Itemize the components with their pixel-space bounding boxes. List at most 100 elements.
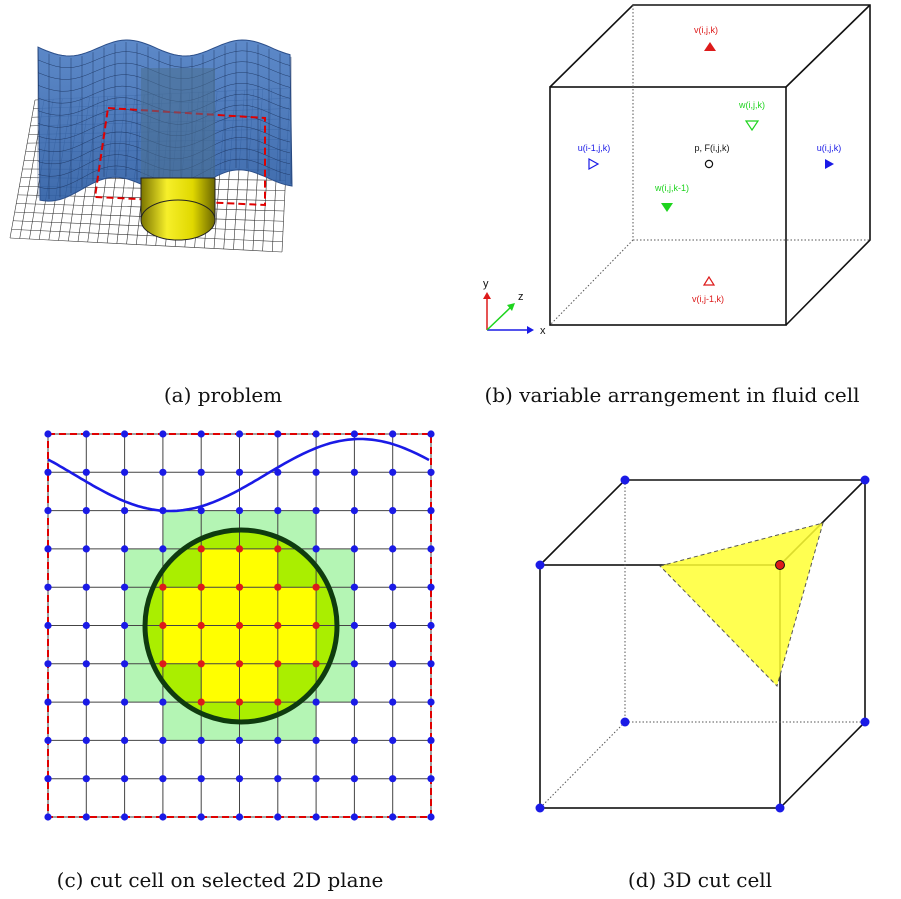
surface-mesh-line — [37, 50, 291, 68]
node-fluid — [159, 507, 167, 515]
cube-vertices — [535, 475, 870, 813]
node-fluid — [235, 736, 244, 745]
vertex-node — [535, 803, 545, 813]
node-fluid — [121, 813, 129, 821]
node-fluid — [389, 775, 397, 783]
node-fluid — [427, 660, 435, 668]
node-fluid — [274, 468, 282, 476]
node-fluid — [197, 813, 205, 821]
node-solid — [235, 660, 244, 668]
node-fluid — [350, 621, 358, 630]
node-fluid — [44, 660, 52, 668]
node-fluid — [159, 736, 167, 745]
node-fluid — [274, 736, 282, 745]
node-fluid — [44, 583, 52, 591]
node-solid — [197, 545, 205, 553]
panel-d: (d) 3D cut cell — [535, 475, 870, 892]
cube-hidden-edges — [549, 5, 870, 326]
panel-c: (c) cut cell on selected 2D plane — [44, 430, 435, 892]
node-solid — [274, 621, 282, 630]
node-fluid — [82, 430, 90, 438]
solid-cell — [201, 548, 240, 588]
node-fluid — [235, 430, 244, 438]
solid-cell — [201, 663, 240, 703]
p-center-marker — [704, 159, 714, 169]
node-fluid — [82, 660, 90, 668]
node-fluid — [312, 468, 320, 476]
node-fluid — [427, 621, 435, 630]
node-fluid — [82, 583, 90, 591]
node-fluid — [121, 430, 129, 438]
node-fluid — [121, 468, 129, 476]
node-fluid — [274, 813, 282, 821]
node-fluid — [350, 468, 358, 476]
cylinder — [140, 68, 216, 241]
solid-cell — [162, 587, 202, 626]
v-bottom-label: v(i,j-1,k) — [692, 294, 724, 304]
u-left-label: u(i-1,j,k) — [578, 143, 611, 153]
axes-triad: x y z — [483, 278, 546, 337]
node-fluid — [44, 775, 52, 783]
node-fluid — [427, 736, 435, 745]
vertex-node — [535, 560, 545, 570]
solid-cell — [277, 587, 317, 626]
u-left-marker — [588, 157, 600, 171]
node-fluid — [350, 698, 358, 706]
node-solid — [197, 698, 205, 706]
node-fluid — [121, 775, 129, 783]
node-fluid — [159, 468, 167, 476]
node-fluid — [44, 736, 52, 745]
solid-cell — [239, 548, 278, 588]
z-axis-arrow — [486, 306, 512, 331]
node-fluid — [389, 545, 397, 553]
solid-cell — [201, 587, 240, 626]
node-fluid — [427, 468, 435, 476]
node-fluid — [82, 468, 90, 476]
solid-cell — [239, 663, 278, 703]
caption-c: (c) cut cell on selected 2D plane — [57, 868, 384, 892]
free-surface-curve — [47, 437, 430, 513]
node-fluid — [350, 545, 358, 553]
solid-cell — [239, 625, 278, 664]
cylinder-base — [140, 199, 216, 241]
node-fluid — [44, 621, 52, 630]
node-solid — [235, 583, 244, 591]
node-fluid — [44, 430, 52, 438]
node-fluid — [121, 660, 129, 668]
node-fluid — [235, 813, 244, 821]
node-fluid — [389, 583, 397, 591]
node-fluid — [350, 813, 358, 821]
panel-b: v(i,j,k) w(i,j,k) u(i-1,j,k) p, F(i,j,k)… — [483, 4, 871, 407]
node-solid — [274, 698, 282, 706]
x-axis-label: x — [540, 325, 546, 337]
w-front-label: w(i,j,k-1) — [654, 183, 689, 193]
vertex-node-inside — [775, 560, 785, 570]
u-right-label: u(i,j,k) — [817, 143, 842, 153]
node-fluid — [389, 507, 397, 515]
node-fluid — [197, 430, 205, 438]
solid-cell — [201, 625, 240, 664]
vertex-node — [620, 717, 630, 727]
node-fluid — [350, 507, 358, 515]
node-fluid — [159, 430, 167, 438]
node-solid — [312, 621, 320, 630]
node-solid — [159, 621, 167, 630]
node-fluid — [82, 621, 90, 630]
node-fluid — [159, 698, 167, 706]
node-fluid — [121, 736, 129, 745]
node-fluid — [82, 545, 90, 553]
node-fluid — [427, 430, 435, 438]
node-fluid — [389, 736, 397, 745]
node-solid — [197, 621, 205, 630]
p-center-label: p, F(i,j,k) — [695, 143, 730, 153]
node-fluid — [82, 736, 90, 745]
node-fluid — [389, 660, 397, 668]
w-front-marker — [661, 203, 673, 212]
node-fluid — [82, 507, 90, 515]
node-fluid — [235, 468, 244, 476]
node-fluid — [121, 583, 129, 591]
cylinder-upper — [141, 68, 215, 198]
v-top-label: v(i,j,k) — [694, 25, 718, 35]
node-fluid — [312, 736, 320, 745]
